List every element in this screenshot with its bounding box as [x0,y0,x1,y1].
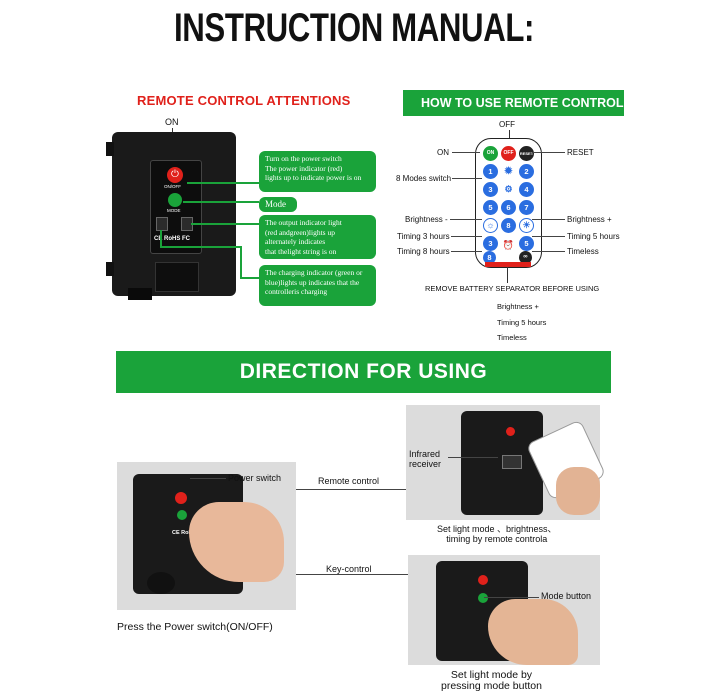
remote-mode-4-button[interactable]: 4 [519,182,534,197]
mode-button-icon[interactable] [168,193,182,207]
power-switch-photo: CE RoHS FC [117,462,296,610]
photo-mode-button-icon-2 [478,593,488,603]
photo-cert-marks: CE RoHS FC [172,530,205,536]
mode-bubble: Mode [259,197,297,212]
extra-timeless: Timeless [497,333,527,342]
remote-off-button[interactable]: OFF [501,146,516,161]
reset-leader [532,152,565,153]
hand-pressing-button [488,599,578,665]
mode-gear-icon[interactable]: ⚙ [501,182,516,197]
timeless-label: Timeless [567,247,599,256]
remote-control-line [296,489,406,490]
power-button-icon[interactable]: ⏻ [167,167,183,183]
extra-brightness-plus: Brightness + [497,302,539,311]
onoff-text: ON/OFF [164,184,181,189]
remote-on-button[interactable]: ON [483,146,498,161]
leader-line-output [191,223,259,225]
how-to-use-heading: HOW TO USE REMOTE CONTROL [403,90,624,116]
remote-control-label: Remote control [318,476,380,486]
direction-heading: DIRECTION FOR USING [116,351,611,393]
remote-control: ON OFF RESET 1 ✹ 2 3 ⚙ 4 5 6 7 8 ☼ ☀ 3 ⏰… [475,138,542,268]
remote-reset-button[interactable]: RESET [519,146,534,161]
timing-5-button[interactable]: 5 [519,236,534,251]
charging-indicator-icon [156,217,168,231]
output-indicator-bubble: The output indicator light (red andgreen… [259,215,376,259]
leader-line-charging-h2 [240,277,260,279]
modes-switch-label: 8 Modes switch [396,174,452,183]
extra-timing-5: Timing 5 hours [497,318,547,327]
remote-control-photo [406,405,607,520]
charging-indicator-bubble: The charging indicator (green or blue)li… [259,265,376,306]
device-mount-tab [106,142,114,156]
brightness-minus-icon[interactable]: ☼ [483,218,498,233]
separator-leader-line [507,267,508,283]
timing-8-button[interactable]: 8 [483,251,496,264]
photo-power-indicator-icon [506,427,515,436]
reset-label: RESET [567,148,594,157]
off-label: OFF [499,120,515,129]
timing-3-button[interactable]: 3 [483,236,498,251]
timing-8-leader [451,251,482,252]
timing-5-label: Timing 5 hours [567,232,620,241]
separator-note: REMOVE BATTERY SEPARATOR BEFORE USING [425,284,600,293]
leader-line-charging-v [160,230,162,246]
remote-mode-8-button[interactable]: 8 [501,218,516,233]
hand-image [189,502,284,582]
modes-leader [452,178,482,179]
timeless-infinity-icon[interactable]: ∞ [519,251,532,264]
device-foot [128,288,152,300]
infrared-leader [448,457,498,458]
device-cable-port [155,262,199,292]
brightness-plus-leader [532,219,565,220]
infrared-receiver-label: Infrared receiver [409,449,442,469]
leader-line-mode [183,201,259,203]
cert-marks: CE RoHS FC [154,236,190,242]
caption-remote-control: Set light mode 、brightness、 timing by re… [437,524,557,544]
power-switch-leader [190,478,226,479]
power-switch-label: Power switch [228,473,282,483]
caption-press-power: Press the Power switch(ON/OFF) [117,621,273,633]
remote-attentions-heading: REMOTE CONTROL ATTENTIONS [137,93,351,108]
mode-button-label: Mode button [541,591,592,601]
brightness-minus-leader [450,219,482,220]
page-title: INSTRUCTION MANUAL: [173,6,535,50]
mode-button-leader [484,597,539,598]
device-mount-tab [106,262,114,276]
photo-cable-nut [147,572,175,594]
on-leader [452,152,480,153]
brightness-minus-label: Brightness - [405,215,448,224]
key-control-line [296,574,408,575]
timing-3-label: Timing 3 hours [397,232,450,241]
hand-holding-remote [556,467,600,515]
timer-clock-icon[interactable]: ⏰ [501,238,516,253]
mode-text: MODE [167,208,181,213]
remote-mode-2-button[interactable]: 2 [519,164,534,179]
sun-icon[interactable]: ✹ [501,164,516,179]
caption-key-control: Set light mode by pressing mode button [441,669,542,692]
photo-mode-button-icon [177,510,187,520]
on-label: ON [165,117,179,127]
leader-line-charging-h [160,246,241,248]
remote-mode-1-button[interactable]: 1 [483,164,498,179]
battery-separator-tab [485,262,531,267]
leader-line-power [187,182,259,184]
key-control-label: Key-control [326,564,372,574]
remote-mode-6-button[interactable]: 6 [501,200,516,215]
timing-5-leader [532,236,565,237]
remote-mode-7-button[interactable]: 7 [519,200,534,215]
brightness-plus-icon[interactable]: ☀ [519,218,534,233]
leader-line-charging-v2 [240,246,242,277]
brightness-plus-label: Brightness + [567,215,612,224]
timing-3-leader [451,236,482,237]
remote-mode-5-button[interactable]: 5 [483,200,498,215]
remote-mode-3-button[interactable]: 3 [483,182,498,197]
power-indicator-bubble: Turn on the power switch The power indic… [259,151,376,192]
infrared-receiver-icon [502,455,522,469]
timeless-leader [532,251,565,252]
key-control-photo [408,555,600,665]
photo-power-indicator-icon-2 [478,575,488,585]
on-button-label: ON [437,148,449,157]
timing-8-label: Timing 8 hours [397,247,450,256]
photo-power-button-icon [175,492,187,504]
